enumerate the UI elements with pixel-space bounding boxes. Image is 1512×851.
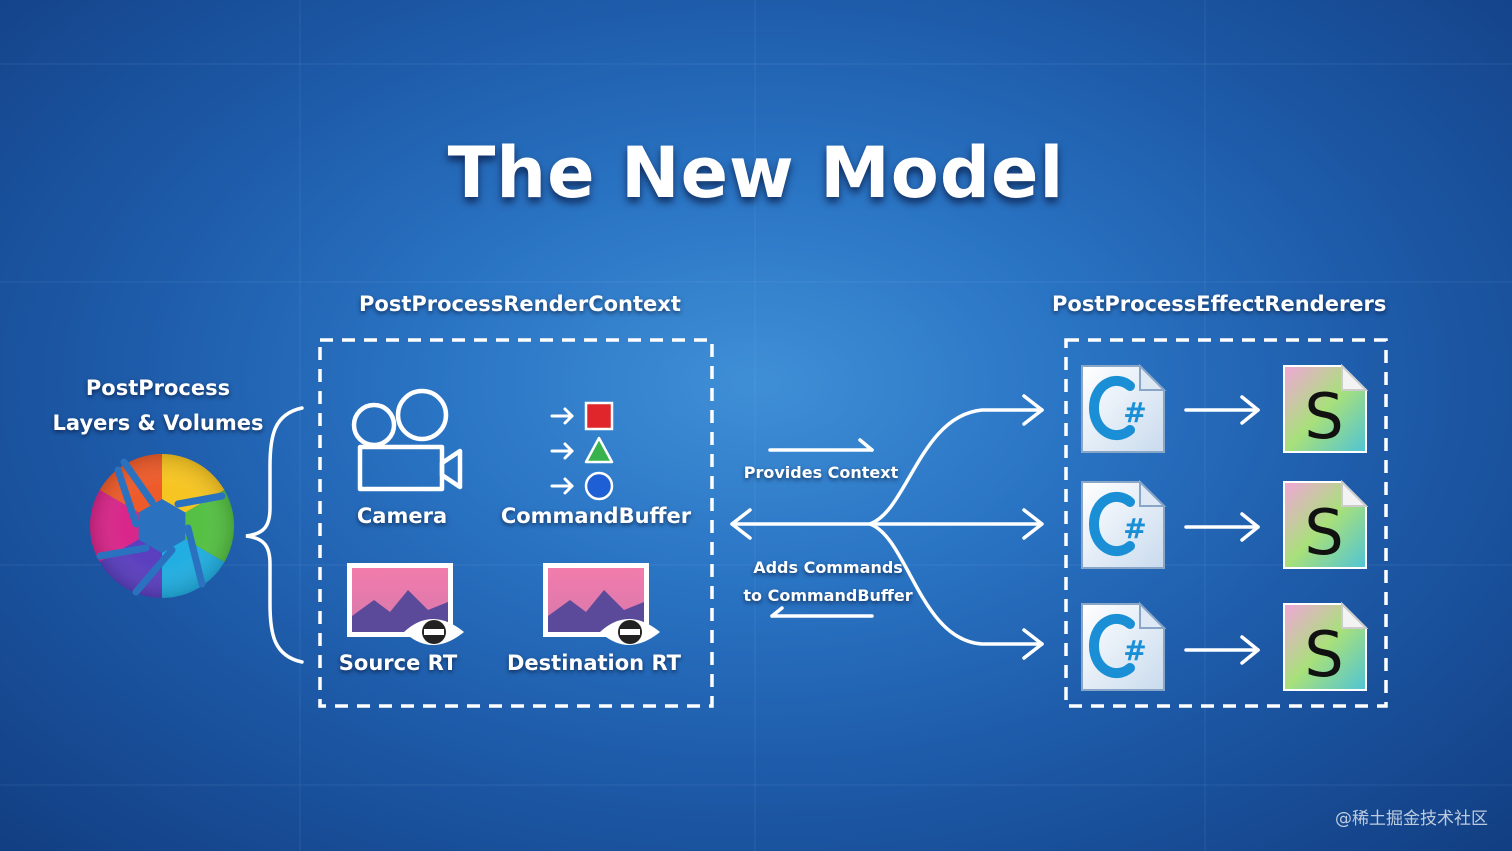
svg-text:S: S <box>1304 496 1343 569</box>
arrow-right-icon <box>1184 512 1260 542</box>
svg-text:#: # <box>1123 512 1146 545</box>
csharp-file-icon: # <box>1081 363 1167 453</box>
shader-file-icon: S <box>1283 601 1369 691</box>
commandbuffer-label: CommandBuffer <box>500 504 692 528</box>
destination-rt-label: Destination RT <box>506 651 681 675</box>
provides-context-label: Provides Context <box>743 463 899 482</box>
context-header: PostProcessRenderContext <box>359 292 681 316</box>
arrow-right-icon <box>1184 395 1260 425</box>
svg-text:#: # <box>1123 634 1146 667</box>
svg-text:#: # <box>1123 396 1146 429</box>
camera-label: Camera <box>356 504 448 528</box>
brace-connector <box>245 406 304 664</box>
shader-file-icon: S <box>1283 479 1369 569</box>
effect-renderers-box <box>1064 338 1388 708</box>
camera-icon <box>351 388 463 492</box>
csharp-file-icon: # <box>1081 601 1167 691</box>
flow-arrows <box>730 394 1044 660</box>
layers-label-line2: Layers & Volumes <box>52 411 264 435</box>
render-texture-icon <box>347 563 464 645</box>
shader-file-icon: S <box>1283 363 1369 453</box>
watermark: @稀土掘金技术社区 <box>1335 809 1488 829</box>
csharp-file-icon: # <box>1081 479 1167 569</box>
svg-text:S: S <box>1304 618 1343 691</box>
source-rt-label: Source RT <box>338 651 458 675</box>
renderers-header: PostProcessEffectRenderers <box>1052 292 1387 316</box>
arrow-right-icon <box>1184 635 1260 665</box>
render-context-box <box>318 338 714 708</box>
render-texture-icon <box>543 563 660 645</box>
command-buffer-icon <box>550 401 614 501</box>
svg-text:S: S <box>1304 380 1343 453</box>
adds-commands-line2: to CommandBuffer <box>743 586 913 605</box>
layers-label-line1: PostProcess <box>85 376 231 400</box>
adds-commands-line1: Adds Commands <box>753 558 903 577</box>
aperture-icon <box>90 454 234 598</box>
slide-title: The New Model <box>447 132 1065 214</box>
